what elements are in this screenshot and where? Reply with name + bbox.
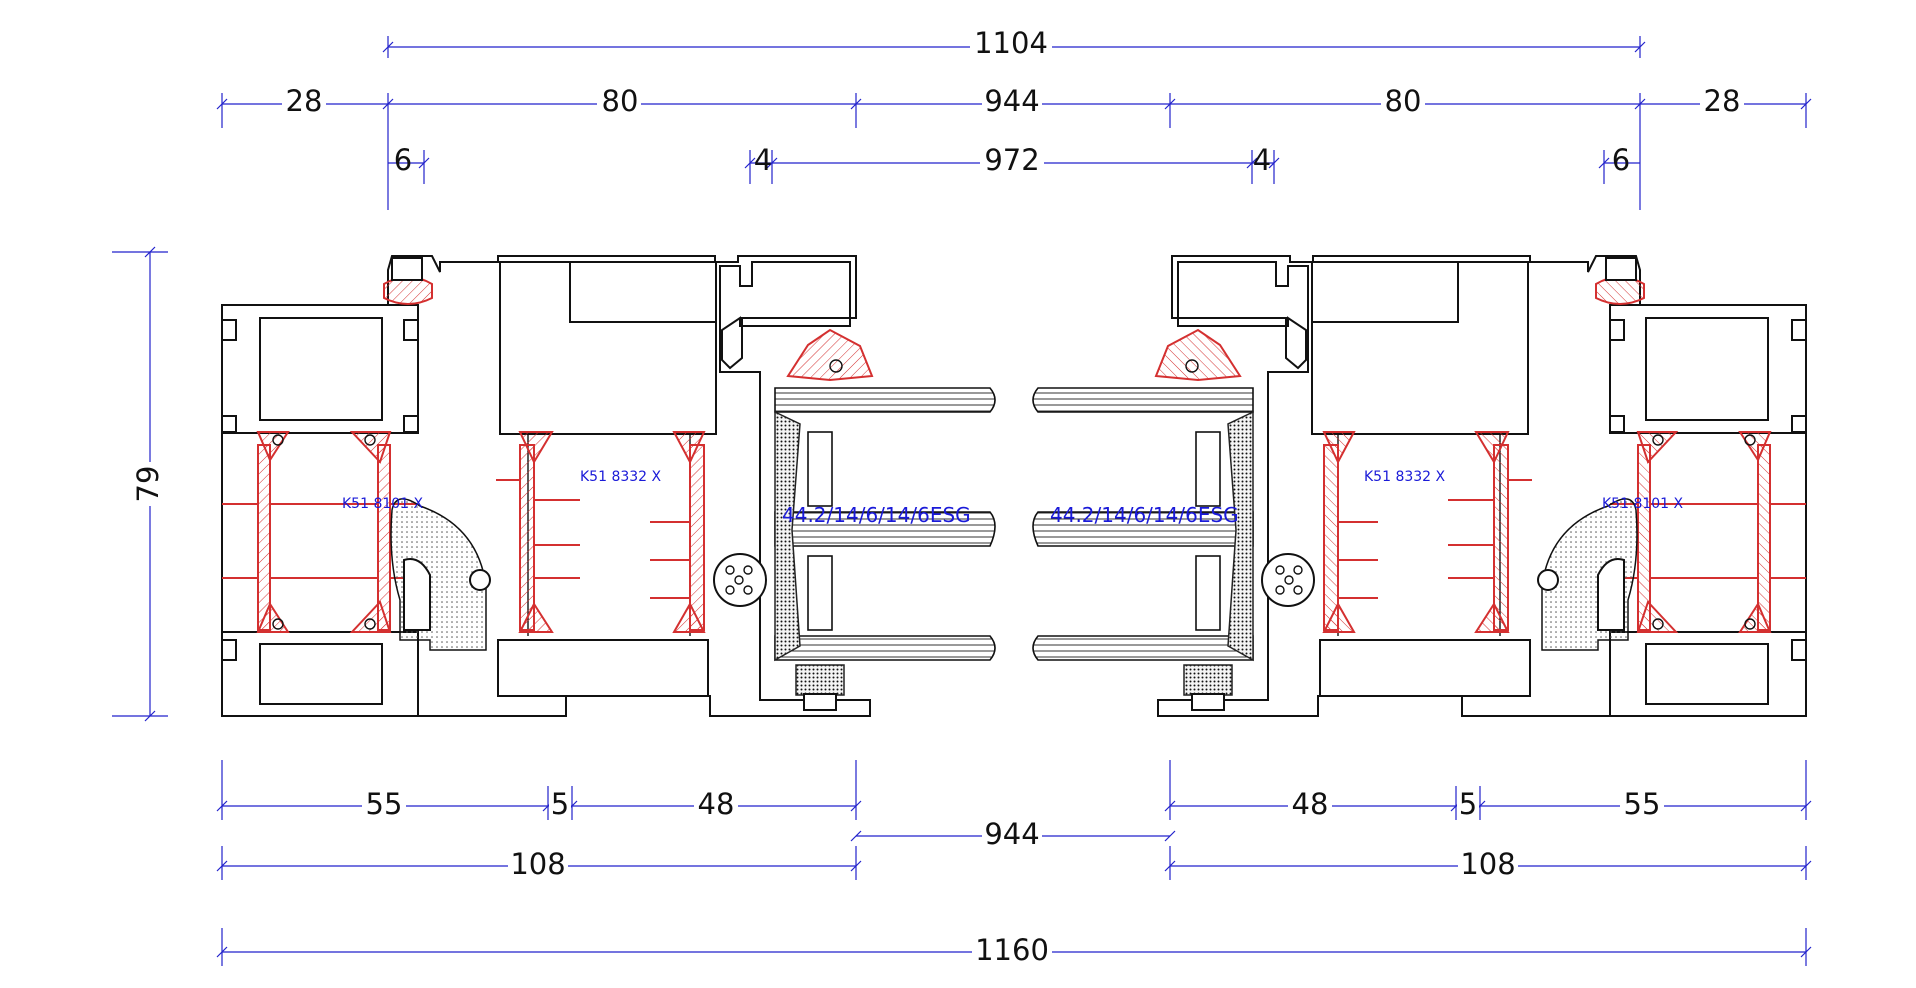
label-profile-right-outer: K51 8101 X: [1602, 496, 1684, 512]
dim-left-mid: 5: [551, 787, 569, 821]
dim-overall: 1160: [975, 933, 1049, 967]
dim-left-frame: 80: [602, 84, 639, 118]
dim-left-small: 6: [394, 143, 412, 177]
dim-center-top: 944: [984, 84, 1039, 118]
dim-right-outer: 55: [1624, 787, 1661, 821]
dim-right-frame: 80: [1385, 84, 1422, 118]
dimension-height: 79: [112, 246, 168, 722]
dim-left-outer: 55: [366, 787, 403, 821]
dim-overall-inner: 1104: [974, 26, 1048, 60]
dim-left-glass-gap: 4: [754, 143, 772, 177]
label-profile-right-inner: K51 8332 X: [1364, 469, 1446, 485]
dim-height: 79: [131, 466, 165, 503]
dim-left-total: 108: [510, 847, 565, 881]
dimensions-top: 1104 28 80 944 80 28: [216, 26, 1812, 210]
dim-right-small: 6: [1612, 143, 1630, 177]
dim-left-inner: 48: [698, 787, 735, 821]
profile-right: [1154, 255, 1807, 717]
label-profile-left-outer: K51 8101 X: [342, 496, 424, 512]
dim-right-glass-gap: 4: [1253, 143, 1271, 177]
label-glass-right: 44.2/14/6/14/6ESG: [1050, 503, 1239, 527]
dim-right-inner: 48: [1292, 787, 1329, 821]
dim-right-mid: 5: [1459, 787, 1477, 821]
profile-labels: K51 8101 X K51 8332 X K51 8332 X K51 810…: [342, 469, 1684, 527]
glass-left: [774, 387, 996, 662]
dim-glass-span: 972: [984, 143, 1039, 177]
dim-left-edge: 28: [286, 84, 323, 118]
dim-right-edge: 28: [1704, 84, 1741, 118]
label-glass-left: 44.2/14/6/14/6ESG: [782, 503, 971, 527]
dimensions-bottom: 55 5 48 48 5 55 944 108 108 1160: [216, 760, 1812, 967]
dim-right-total: 108: [1460, 847, 1515, 881]
dim-center-bottom: 944: [984, 817, 1039, 851]
glass-right: [1032, 387, 1254, 662]
label-profile-left-inner: K51 8332 X: [580, 469, 662, 485]
profile-left: [221, 255, 874, 717]
